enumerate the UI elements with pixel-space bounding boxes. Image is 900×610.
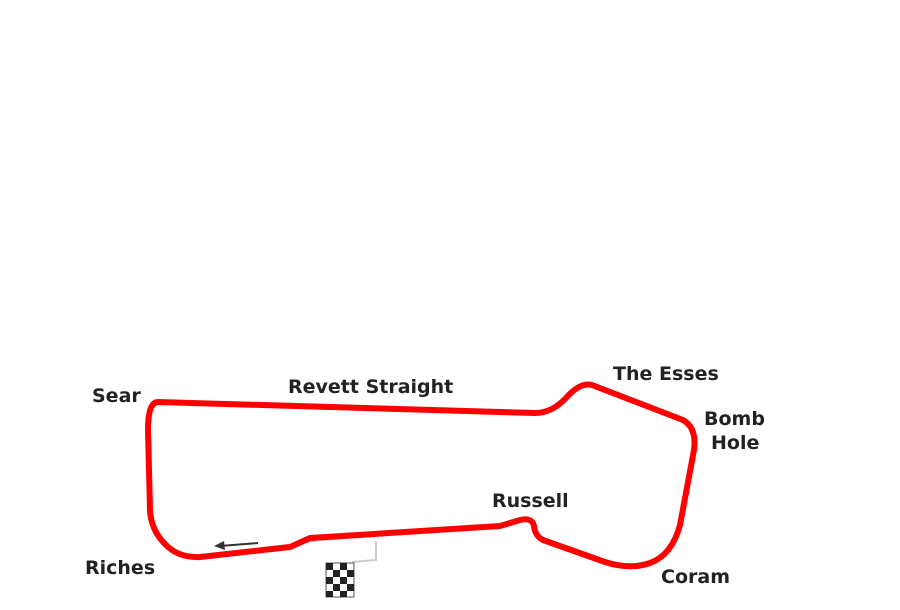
corner-label-riches: Riches — [85, 557, 155, 579]
corner-label-russell: Russell — [492, 490, 569, 512]
start-finish-connector — [351, 541, 377, 563]
track-outline — [145, 381, 698, 570]
corner-label-the-esses: The Esses — [613, 363, 719, 385]
corner-label-hole: Hole — [711, 432, 759, 454]
corner-label-sear: Sear — [92, 385, 141, 407]
arrow-left-icon — [214, 541, 259, 550]
corner-label-coram: Coram — [661, 566, 730, 588]
corner-label-bomb: Bomb — [704, 408, 765, 430]
checkered-flag-icon — [325, 562, 355, 598]
corner-label-revett-straight: Revett Straight — [288, 376, 453, 398]
